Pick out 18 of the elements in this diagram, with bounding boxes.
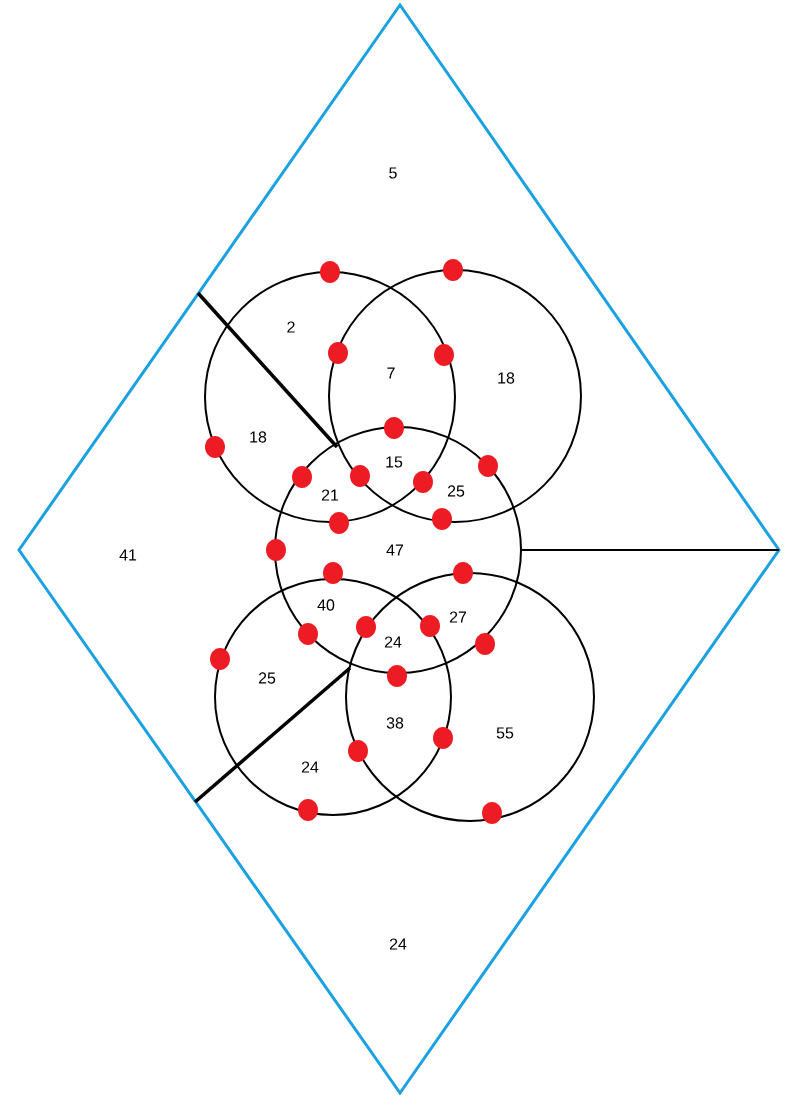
region-number: 5 bbox=[389, 167, 397, 179]
region-number: 40 bbox=[317, 599, 335, 611]
region-number: 25 bbox=[258, 672, 276, 684]
region-number: 24 bbox=[301, 761, 319, 773]
region-number: 18 bbox=[250, 431, 267, 443]
region-number: 38 bbox=[386, 717, 404, 729]
region-number: 24 bbox=[384, 636, 402, 648]
region-number: 7 bbox=[387, 367, 395, 379]
region-number: 15 bbox=[386, 456, 403, 468]
region-number: 55 bbox=[496, 727, 514, 739]
region-number: 2 bbox=[287, 321, 295, 333]
region-number: 18 bbox=[498, 372, 515, 384]
region-number: 24 bbox=[389, 938, 407, 950]
region-number: 41 bbox=[119, 549, 137, 561]
region-number: 27 bbox=[449, 611, 467, 623]
region-number: 21 bbox=[321, 489, 339, 501]
region-number: 25 bbox=[447, 485, 465, 497]
region-number: 47 bbox=[386, 544, 404, 556]
